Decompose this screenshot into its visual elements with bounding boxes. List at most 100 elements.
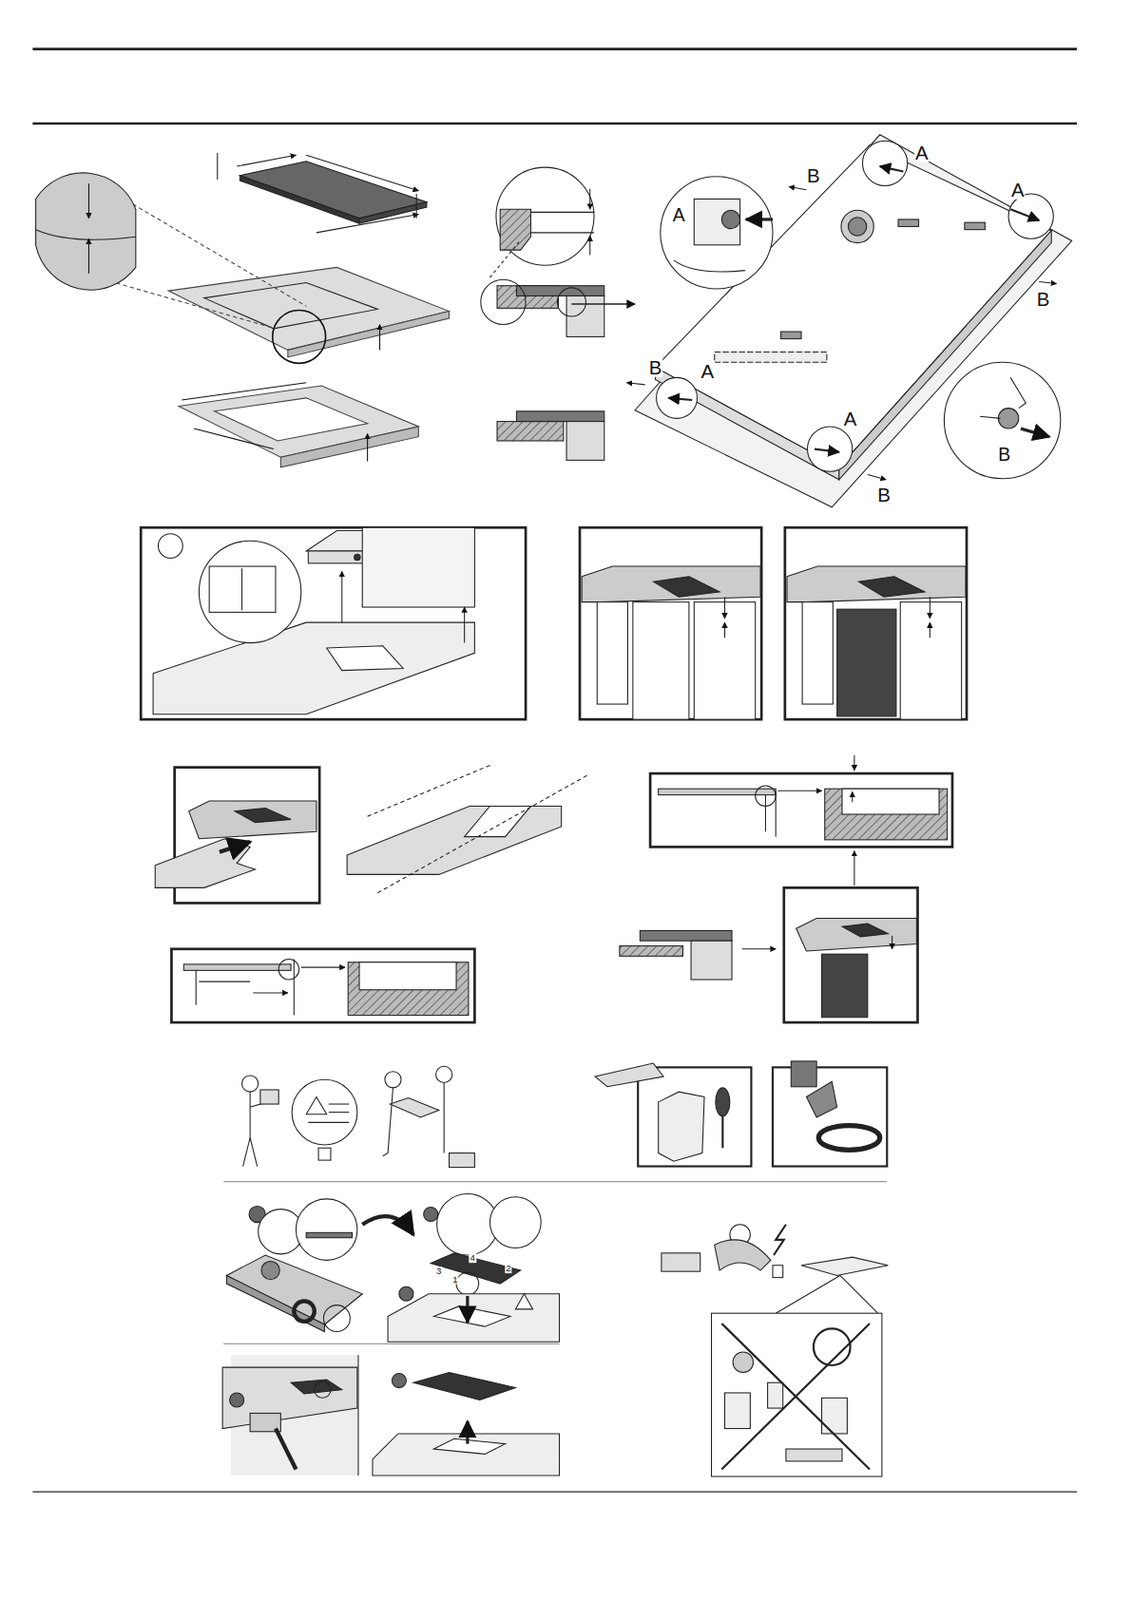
installation-steps-part: [306, 1232, 352, 1238]
corner-number: 3: [435, 1266, 442, 1277]
safety-and-tools-part: [249, 1137, 258, 1167]
hob-underside-part: [806, 426, 852, 472]
part-letter: B: [876, 485, 892, 505]
installation-steps-part: [226, 1275, 325, 1332]
hob-underside-part: [964, 222, 985, 231]
part-letter: B: [805, 166, 822, 186]
kitchen-scenes-part: [784, 887, 919, 1023]
section-details-part: [516, 411, 604, 423]
kitchen-scenes-part: [183, 964, 291, 971]
hob-underside-part: [880, 166, 904, 172]
kitchen-scenes-part: [189, 801, 317, 840]
hob-underside-part: [788, 187, 806, 191]
safety-and-tools-part: [243, 1137, 251, 1167]
hob-underside-part: [814, 449, 840, 453]
safety-and-tools-part: [790, 1061, 817, 1088]
cutout-worktop-part: [36, 172, 136, 290]
installation-steps-part: [465, 1296, 469, 1324]
kitchen-scenes-part: [929, 622, 931, 638]
safety-and-tools-part: [249, 1092, 251, 1138]
section-details-part: [589, 189, 591, 210]
kitchen-scenes-part: [619, 946, 684, 958]
hob-underside: [626, 134, 1072, 508]
hob-dimensions-part: [306, 154, 419, 192]
part-letter: A: [1010, 180, 1026, 200]
installation-steps-part: [721, 1323, 870, 1471]
kitchen-scenes-part: [581, 566, 761, 603]
kitchen-scenes-part: [765, 795, 767, 833]
installation-steps-part: [711, 1313, 883, 1478]
part-letter: B: [997, 445, 1012, 464]
installation-steps-part: [767, 1382, 784, 1409]
kitchen-scenes-part: [596, 602, 628, 705]
kitchen-scenes-part: [842, 923, 888, 938]
safety-and-tools-part: [387, 1088, 393, 1154]
kitchen-scenes-part: [198, 540, 301, 643]
installation-steps-part: [413, 1372, 516, 1401]
hob-underside-part: [721, 210, 740, 229]
installation-steps-part: [822, 1398, 848, 1435]
hob-underside-part: [1038, 281, 1056, 284]
kitchen-scenes-part: [346, 805, 562, 875]
safety-and-tools-part: [772, 1067, 887, 1167]
rule-lines-part: [32, 1492, 1077, 1494]
kitchen-scenes-part: [755, 786, 776, 806]
safety-and-tools-part: [383, 1153, 388, 1157]
cutout-worktop-part: [287, 311, 450, 358]
kitchen-scenes-part: [724, 596, 726, 619]
safety-and-tools-part: [318, 1148, 331, 1161]
safety-and-tools-part: [291, 1079, 358, 1146]
part-letter: A: [914, 143, 930, 163]
hob-dimensions-part: [239, 175, 360, 224]
cutout-worktop-part: [133, 204, 307, 307]
installation-steps-part: [314, 1381, 331, 1399]
kitchen-scenes-part: [851, 791, 853, 803]
kitchen-scenes-part: [377, 775, 587, 894]
kitchen-scenes-part: [359, 962, 457, 991]
safety-and-tools-part: [328, 1103, 349, 1105]
kitchen-scenes: [140, 527, 967, 1023]
hob-dimensions: [217, 153, 427, 233]
safety-and-tools: [242, 1061, 888, 1169]
section-details-part: [496, 167, 595, 266]
part-letter: A: [671, 206, 687, 225]
cutout-worktop-part: [366, 433, 368, 461]
kitchen-scenes-part: [464, 805, 532, 837]
installation-steps-part: [465, 1421, 469, 1445]
installation-steps-part: [724, 1393, 750, 1430]
cutout-worktop-part: [36, 230, 136, 241]
section-details-part: [530, 211, 595, 213]
installation-steps-part: [222, 1367, 358, 1429]
kitchen-scenes-part: [293, 959, 295, 1017]
hob-underside-part: [943, 362, 1060, 479]
installation-steps-part: [293, 1301, 314, 1322]
installation-steps-part: [772, 1266, 784, 1279]
section-details-part: [489, 239, 520, 278]
cutout-worktop: [36, 172, 450, 468]
hob-underside-part: [1020, 428, 1050, 438]
hob-underside-part: [673, 260, 746, 272]
kitchen-scenes-part: [362, 527, 475, 608]
section-details-part: [480, 279, 526, 325]
kitchen-scenes-part: [650, 773, 953, 847]
kitchen-scenes-part: [658, 788, 777, 795]
kitchen-scenes-part: [891, 936, 893, 950]
hob-dimensions-part: [236, 154, 296, 167]
safety-and-tools-part: [449, 1153, 476, 1169]
installation-steps-part: [433, 1438, 505, 1455]
cutout-worktop-part: [88, 238, 90, 274]
kitchen-scenes-part: [154, 839, 255, 889]
kitchen-scenes-part: [341, 571, 343, 623]
installation-steps-part: [801, 1257, 888, 1276]
installation-steps-part: [773, 1225, 787, 1256]
section-details-part: [566, 422, 605, 461]
safety-and-tools-part: [594, 1063, 664, 1088]
cutout-worktop-part: [181, 383, 307, 401]
kitchen-scenes-part: [367, 765, 491, 817]
kitchen-scenes-part: [209, 566, 276, 613]
hob-underside-part: [714, 352, 827, 364]
safety-and-tools-part: [328, 1112, 349, 1113]
kitchen-scenes-part: [633, 602, 690, 721]
